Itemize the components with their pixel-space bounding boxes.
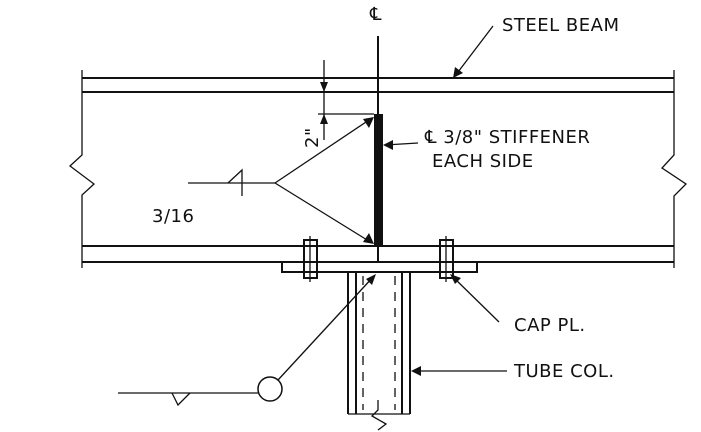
stiffener-plate [374,114,383,246]
cap-plate-label: CAP PL. [514,315,586,336]
steel-beam-leader [453,25,494,78]
dimension-2in [318,60,374,140]
steel-beam-label: STEEL BEAM [502,15,619,36]
stiffener-leader [383,140,419,150]
tube-column-label: TUBE COL. [513,361,615,382]
weld-size-label: 3/16 [152,206,194,227]
weld-symbol [188,117,374,244]
beam-top-flange [82,77,674,93]
dimension-label: 2" [302,127,323,148]
right-bolt [434,236,459,282]
right-break-line [661,70,688,268]
tube-column-leader [411,366,507,376]
stiffener-label-1: ℄ 3/8" STIFFENER [424,127,590,148]
stiffener-label-2: EACH SIDE [432,151,534,172]
cap-plate-leader [450,274,500,323]
cap-plate [281,261,478,273]
column-break-line [370,400,388,431]
centerline-symbol: ℄ [369,4,382,25]
all-around-weld-symbol [118,274,376,407]
left-bolt [298,236,323,282]
left-break-line [68,70,96,268]
